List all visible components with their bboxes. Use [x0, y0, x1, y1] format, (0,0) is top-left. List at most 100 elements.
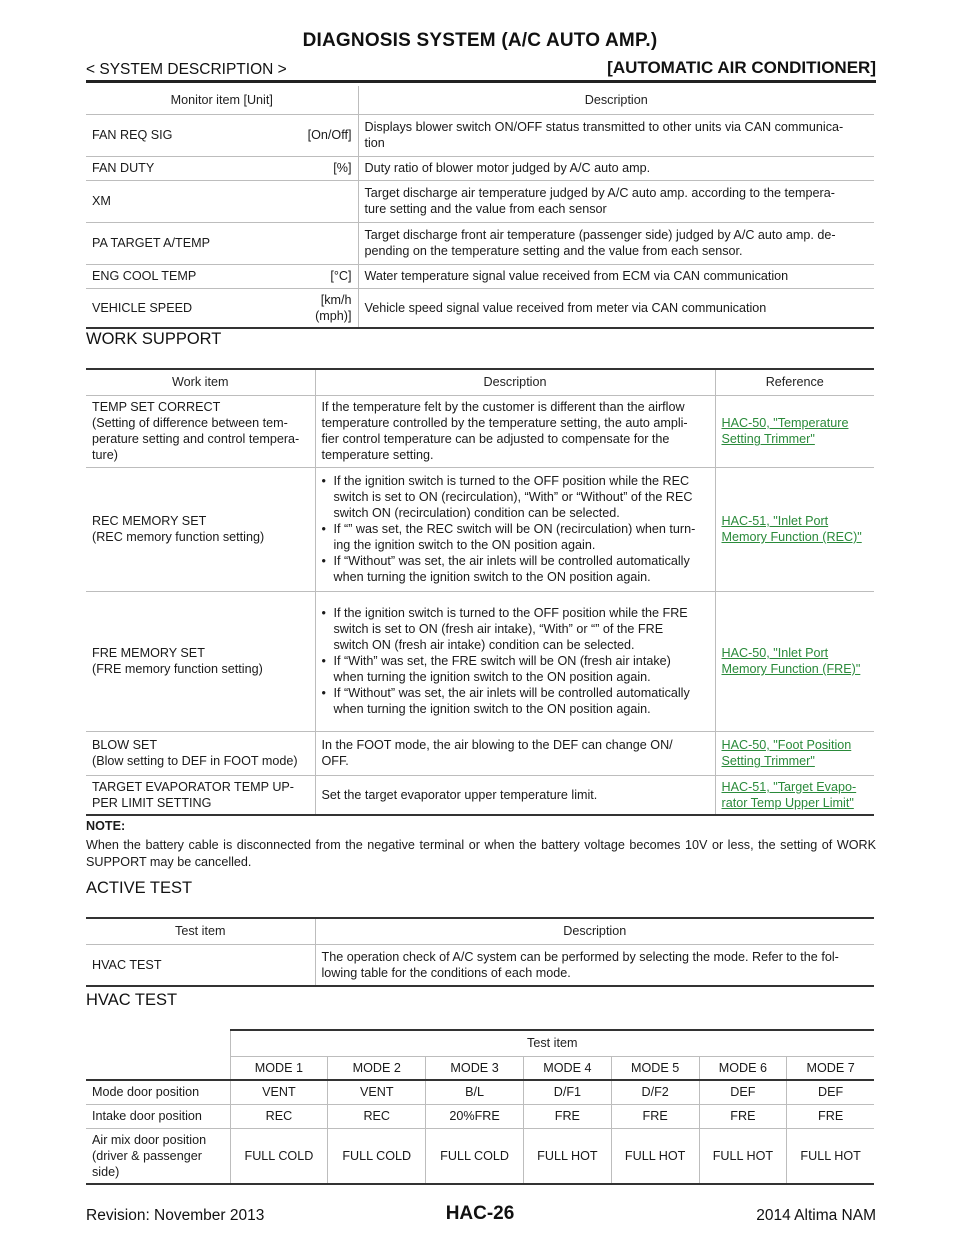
bullet-item: •If “Without” was set, the air inlets wi…: [321, 554, 690, 584]
table-row: FAN DUTY[%] Duty ratio of blower motor j…: [86, 155, 874, 180]
monitor-item-desc: Displays blower switch ON/OFF status tra…: [357, 114, 874, 156]
section-breadcrumb: < SYSTEM DESCRIPTION >: [86, 61, 287, 78]
monitor-item-desc: Target discharge air temperature judged …: [357, 179, 874, 222]
col-description: Description: [357, 86, 874, 115]
work-item-desc: If the temperature felt by the customer …: [314, 395, 715, 467]
table-cell: FULL HOT: [522, 1127, 612, 1184]
work-item: REC MEMORY SET (REC memory function sett…: [86, 466, 315, 591]
table-cell: REC: [327, 1103, 426, 1128]
row-label: Intake door position: [86, 1103, 230, 1128]
note-text: When the battery cable is disconnected f…: [86, 838, 876, 869]
col-description: Description: [314, 369, 715, 396]
table-cell: B/L: [425, 1080, 524, 1104]
reference-link[interactable]: HAC-50, "Inlet Port Memory Function (FRE…: [721, 646, 861, 676]
test-item: HVAC TEST: [92, 957, 162, 972]
table-cell: DEF: [786, 1080, 874, 1104]
row-label: Air mix door position (driver & passenge…: [86, 1127, 230, 1184]
table-row: XM Target discharge air temperature judg…: [86, 179, 874, 222]
work-item: TARGET EVAPORATOR TEMP UP- PER LIMIT SET…: [86, 774, 315, 815]
col-work-item: Work item: [86, 369, 315, 396]
work-item-desc: Set the target evaporator upper temperat…: [314, 774, 715, 815]
page-number: HAC-26: [445, 1203, 515, 1224]
mode-header: MODE 4: [522, 1056, 612, 1081]
mode-header: MODE 5: [610, 1056, 700, 1081]
monitor-item-unit: [%]: [333, 161, 352, 175]
reference-link[interactable]: HAC-51, "Target Evapo- rator Temp Upper …: [721, 779, 857, 810]
table-cell: FULL COLD: [425, 1127, 524, 1184]
active-test-table: Test item Description HVAC TEST The oper…: [86, 917, 874, 987]
table-row: REC MEMORY SET (REC memory function sett…: [86, 466, 874, 591]
reference-link[interactable]: HAC-51, "Inlet Port Memory Function (REC…: [721, 514, 862, 544]
table-row: PA TARGET A/TEMP Target discharge front …: [86, 221, 874, 264]
monitor-item-name: PA TARGET A/TEMP: [92, 236, 211, 250]
header-divider: [86, 80, 876, 83]
table-row: TARGET EVAPORATOR TEMP UP- PER LIMIT SET…: [86, 774, 874, 815]
bullet-item: •If the ignition switch is turned to the…: [321, 474, 693, 520]
table-row: Intake door position REC REC 20%FRE FRE …: [86, 1103, 874, 1128]
bullet-item: •If “With” was set, the FRE switch will …: [321, 654, 671, 684]
bullet-item: •If the ignition switch is turned to the…: [321, 606, 688, 652]
mode-header-row: MODE 1 MODE 2 MODE 3 MODE 4 MODE 5 MODE …: [86, 1056, 874, 1081]
table-row: Mode door position VENT VENT B/L D/F1 D/…: [86, 1080, 874, 1104]
mode-header: MODE 1: [229, 1056, 328, 1081]
table-row: TEMP SET CORRECT (Setting of difference …: [86, 395, 874, 467]
table-cell: VENT: [327, 1080, 426, 1104]
work-item: TEMP SET CORRECT (Setting of difference …: [92, 400, 300, 462]
row-label: Mode door position: [92, 1085, 200, 1100]
monitor-item-name: VEHICLE SPEED: [92, 300, 193, 315]
table-cell: FULL COLD: [327, 1127, 426, 1184]
col-description: Description: [314, 918, 874, 945]
table-cell: FULL HOT: [786, 1127, 874, 1184]
hvac-test-heading: HVAC TEST: [86, 991, 178, 1009]
table-row: VEHICLE SPEED [km/h (mph)] Vehicle speed …: [86, 287, 874, 328]
work-item: FRE MEMORY SET (FRE memory function sett…: [86, 590, 315, 731]
table-cell: REC: [229, 1103, 328, 1128]
col-monitor-item: Monitor item [Unit]: [86, 86, 358, 115]
table-row: FRE MEMORY SET (FRE memory function sett…: [86, 590, 874, 731]
table-row: Air mix door position (driver & passenge…: [86, 1127, 874, 1184]
work-support-heading: WORK SUPPORT: [86, 330, 222, 348]
table-cell: FRE: [610, 1103, 700, 1128]
table-cell: FRE: [698, 1103, 787, 1128]
monitor-item-table: Monitor item [Unit] Description FAN REQ …: [86, 86, 874, 329]
test-item-group-header: Test item: [229, 1029, 874, 1057]
revision-date: Revision: November 2013: [86, 1207, 265, 1224]
system-label: [AUTOMATIC AIR CONDITIONER]: [607, 58, 876, 77]
table-row: HVAC TEST The operation check of A/C sys…: [86, 944, 874, 986]
mode-header: MODE 2: [327, 1056, 426, 1081]
monitor-item-unit: [°C]: [330, 269, 352, 283]
table-cell: D/F1: [522, 1080, 612, 1104]
monitor-item-desc: Target discharge front air temperature (…: [357, 221, 874, 264]
mode-header: MODE 3: [425, 1056, 524, 1081]
monitor-item-name: XM: [92, 194, 111, 208]
monitor-item-unit: [km/h (mph)]: [315, 292, 352, 323]
monitor-item-desc: Water temperature signal value received …: [357, 263, 874, 288]
monitor-item-name: FAN DUTY: [92, 161, 155, 175]
col-reference: Reference: [714, 369, 874, 396]
mode-header: MODE 6: [698, 1056, 787, 1081]
bullet-item: •If “Without” was set, the air inlets wi…: [321, 686, 690, 716]
reference-link[interactable]: HAC-50, "Temperature Setting Trimmer": [721, 416, 849, 446]
mode-header: MODE 7: [786, 1056, 874, 1081]
bullet-item: •If “” was set, the REC switch will be O…: [321, 522, 696, 552]
table-cell: 20%FRE: [425, 1103, 524, 1128]
table-cell: FULL HOT: [610, 1127, 700, 1184]
table-cell: FULL COLD: [229, 1127, 328, 1184]
table-cell: FULL HOT: [698, 1127, 787, 1184]
work-item-desc: In the FOOT mode, the air blowing to the…: [314, 730, 715, 775]
test-item-desc: The operation check of A/C system can be…: [314, 944, 874, 986]
table-cell: VENT: [229, 1080, 328, 1104]
reference-link[interactable]: HAC-50, "Foot Position Setting Trimmer": [721, 738, 852, 768]
table-cell: FRE: [522, 1103, 612, 1128]
monitor-item-desc: Vehicle speed signal value received from…: [357, 287, 874, 328]
table-row: FAN REQ SIG[On/Off] Displays blower swit…: [86, 114, 874, 156]
table-cell: DEF: [698, 1080, 787, 1104]
table-cell: FRE: [786, 1103, 874, 1128]
work-item: BLOW SET (Blow setting to DEF in FOOT mo…: [86, 730, 315, 775]
model-label: 2014 Altima NAM: [756, 1207, 876, 1224]
table-row: BLOW SET (Blow setting to DEF in FOOT mo…: [86, 730, 874, 775]
monitor-item-name: FAN REQ SIG: [92, 128, 173, 142]
note-label: NOTE:: [86, 819, 126, 833]
page-title: DIAGNOSIS SYSTEM (A/C AUTO AMP.): [302, 30, 658, 51]
active-test-heading: ACTIVE TEST: [86, 879, 193, 897]
